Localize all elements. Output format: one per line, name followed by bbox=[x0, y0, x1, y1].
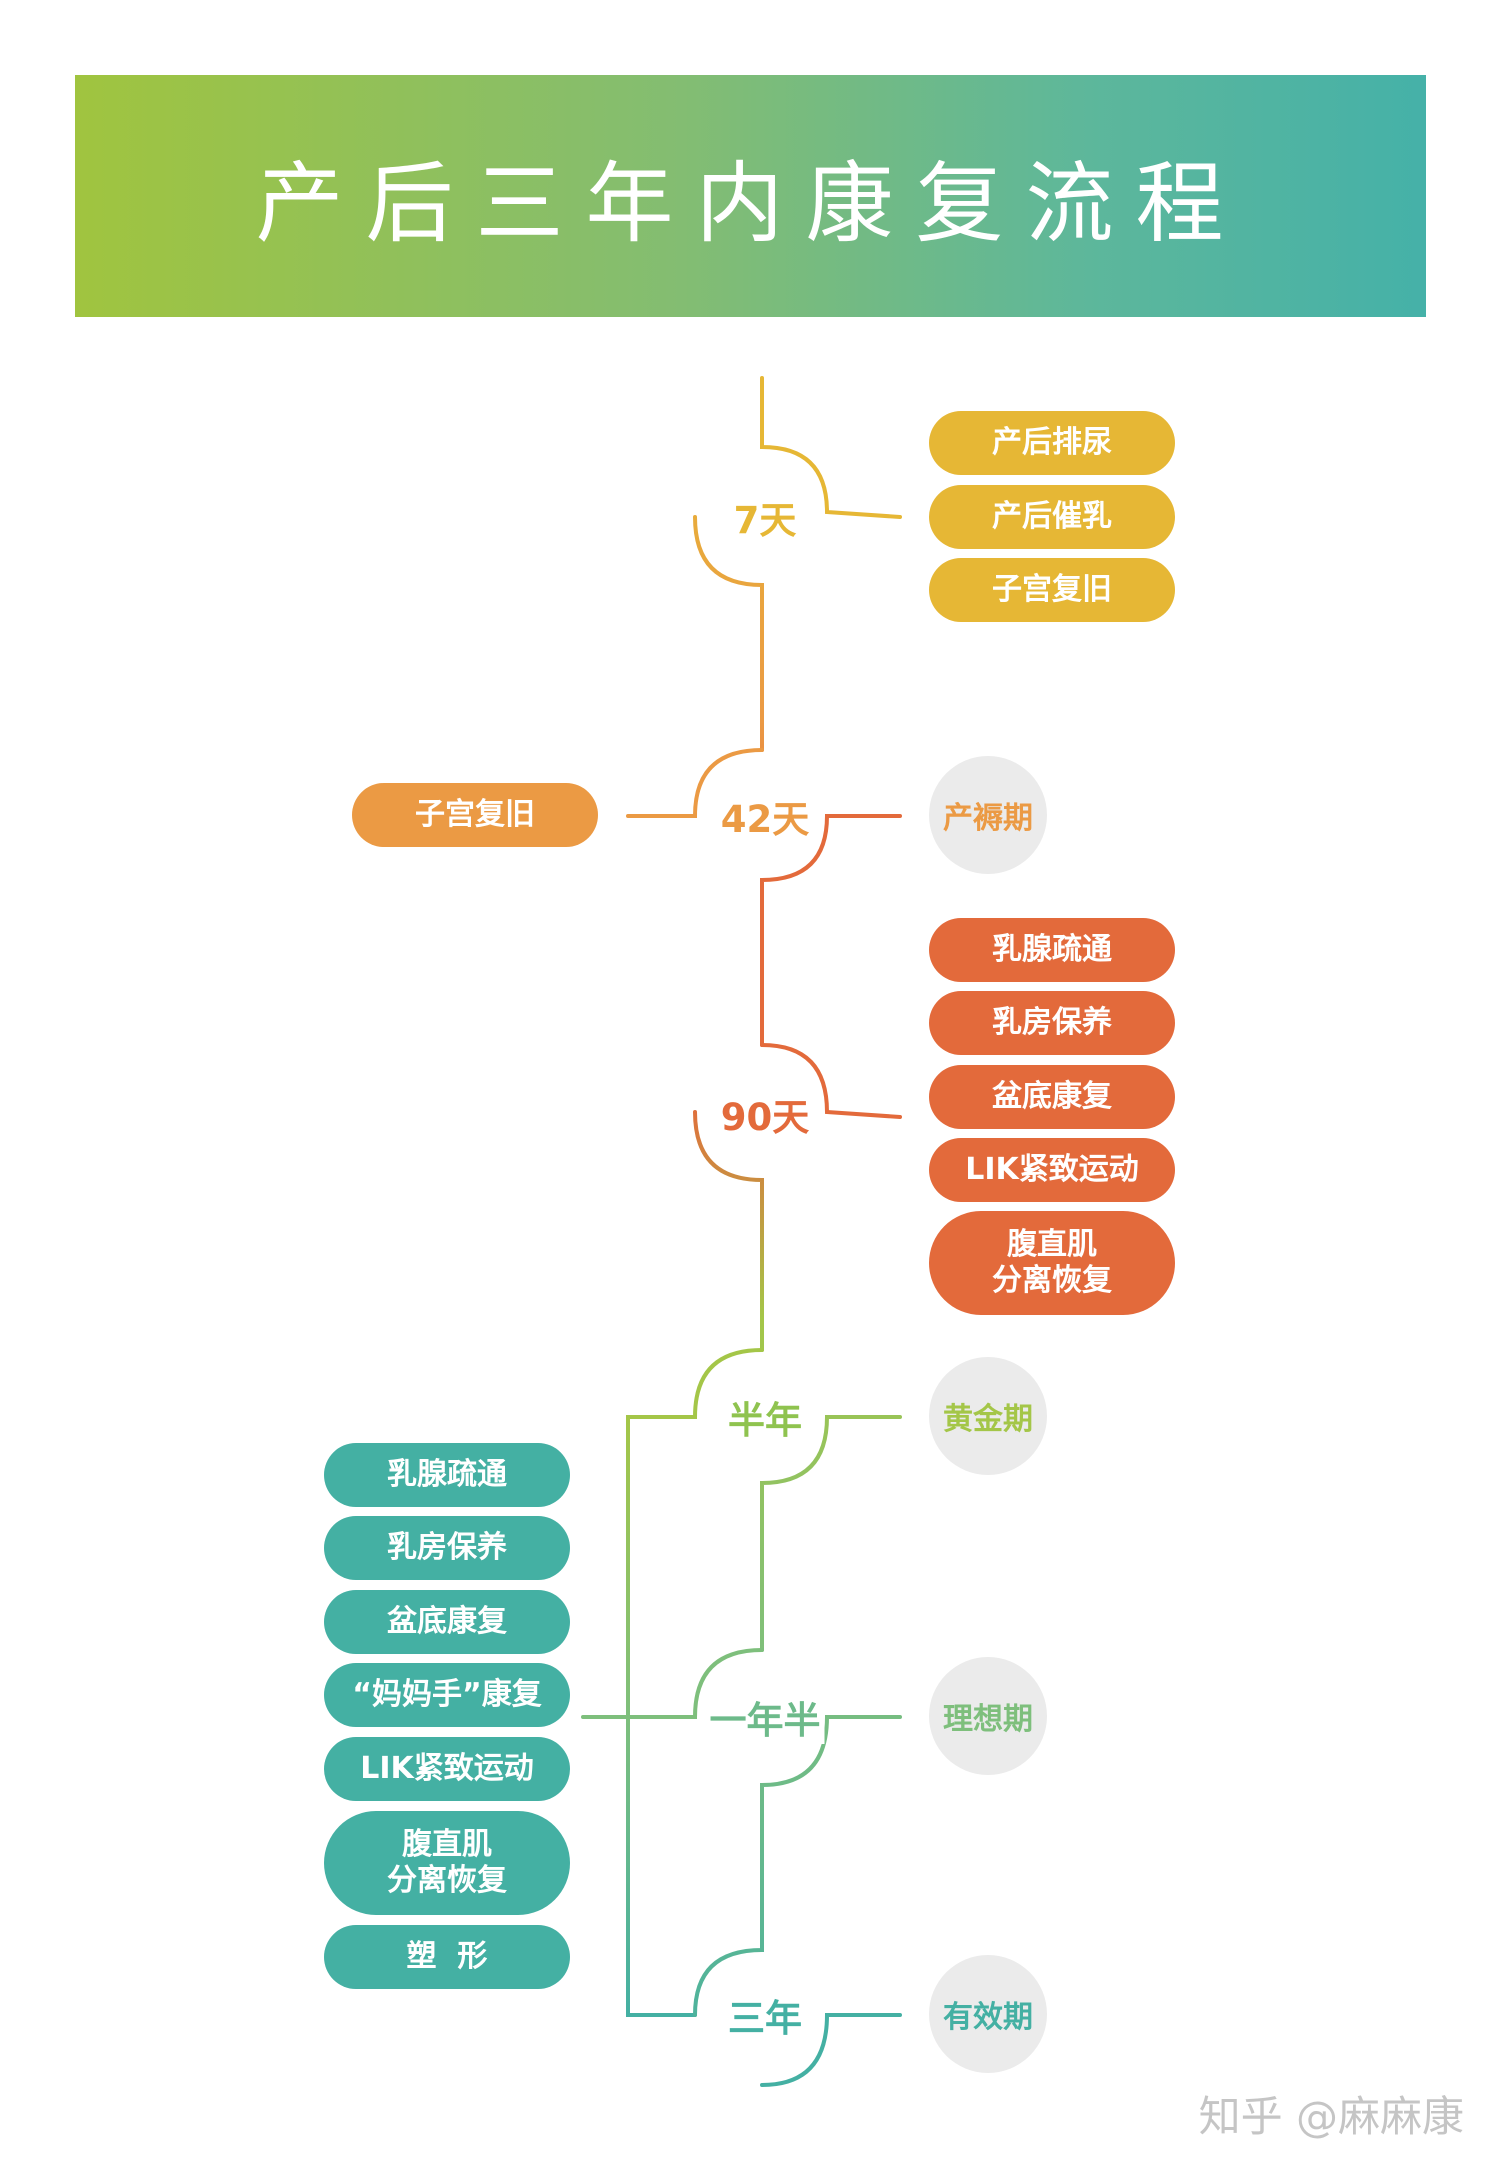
connector-90d bbox=[760, 1043, 902, 1119]
item-later-lik: LIK紧致运动 bbox=[324, 1737, 570, 1801]
timeline-label-one-and-half-year: 一年半 bbox=[705, 1690, 825, 1744]
timeline-label-7d: 7天 bbox=[729, 490, 801, 544]
watermark: 知乎 @麻麻康 bbox=[1198, 2092, 1464, 2141]
item-later-diastasis-text: 腹直肌 分离恢复 bbox=[387, 1827, 507, 1898]
connector-90d-lower bbox=[693, 1110, 764, 1352]
timeline-label-three-year: 三年 bbox=[724, 1988, 806, 2042]
item-7d-uterus: 子宫复旧 bbox=[929, 558, 1175, 622]
connector-7d-lower bbox=[693, 515, 764, 752]
connector-one-and-half-year bbox=[581, 1648, 764, 1719]
item-later-shaping: 塑 形 bbox=[324, 1925, 570, 1989]
item-90d-breast-dredge: 乳腺疏通 bbox=[929, 918, 1175, 982]
item-later-breast-dredge: 乳腺疏通 bbox=[324, 1443, 570, 1507]
item-later-diastasis: 腹直肌 分离恢复 bbox=[324, 1811, 570, 1915]
item-42d-uterus: 子宫复旧 bbox=[352, 783, 598, 847]
item-90d-breast-care: 乳房保养 bbox=[929, 991, 1175, 1055]
connector-three-year bbox=[760, 2013, 902, 2087]
page-title: 产后三年内康复流程 bbox=[255, 151, 1246, 255]
item-later-breast-care: 乳房保养 bbox=[324, 1516, 570, 1580]
item-90d-lik: LIK紧致运动 bbox=[929, 1138, 1175, 1202]
period-circle-effective: 有效期 bbox=[929, 1955, 1047, 2073]
connector-half-year bbox=[626, 1348, 764, 2017]
item-later-mom-hand: “妈妈手”康复 bbox=[324, 1663, 570, 1727]
item-later-pelvic: 盆底康复 bbox=[324, 1590, 570, 1654]
item-90d-diastasis-text: 腹直肌 分离恢复 bbox=[992, 1227, 1112, 1298]
item-90d-pelvic: 盆底康复 bbox=[929, 1065, 1175, 1129]
period-circle-golden: 黄金期 bbox=[929, 1357, 1047, 1475]
timeline-label-42d: 42天 bbox=[716, 789, 814, 843]
connector-7d bbox=[760, 376, 902, 519]
connector-42d-right bbox=[760, 814, 902, 1047]
period-circle-postpartum: 产褥期 bbox=[929, 756, 1047, 874]
connector-half-year-right bbox=[760, 1415, 902, 1652]
item-7d-urination: 产后排尿 bbox=[929, 411, 1175, 475]
item-90d-diastasis: 腹直肌 分离恢复 bbox=[929, 1211, 1175, 1315]
timeline-label-90d: 90天 bbox=[716, 1087, 814, 1141]
connector-one-and-half-year-right bbox=[693, 1715, 902, 2017]
connector-42d bbox=[626, 748, 764, 818]
timeline-label-half-year: 半年 bbox=[724, 1390, 806, 1444]
title-banner: 产后三年内康复流程 bbox=[75, 75, 1426, 317]
item-7d-lactation: 产后催乳 bbox=[929, 485, 1175, 549]
period-circle-ideal: 理想期 bbox=[929, 1657, 1047, 1775]
